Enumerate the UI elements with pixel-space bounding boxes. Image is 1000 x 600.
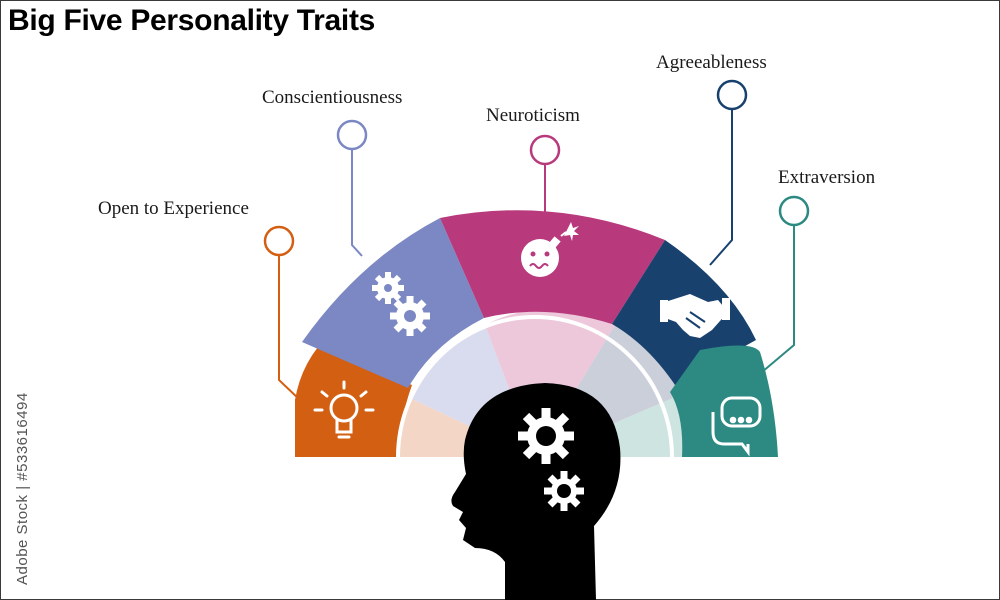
inner-wedge-neuroticism — [485, 308, 615, 457]
marker-agreeableness — [716, 79, 748, 111]
connector-extraversion — [761, 225, 795, 373]
separator-arc — [396, 315, 674, 458]
label-conscientiousness: Conscientiousness — [262, 87, 403, 108]
connector-open — [278, 255, 301, 401]
bomb-face-icon — [521, 222, 579, 277]
lightbulb-icon — [313, 380, 375, 439]
connectors — [278, 109, 795, 401]
connector-agreeableness — [709, 109, 733, 266]
marker-conscientiousness — [336, 119, 368, 151]
chat-bubbles-icon — [711, 396, 762, 457]
head-with-gears-icon — [451, 383, 621, 600]
label-agreeableness: Agreeableness — [656, 52, 767, 73]
marker-neuroticism — [529, 134, 561, 166]
diagram-title: Big Five Personality Traits — [8, 4, 376, 37]
label-neuroticism: Neuroticism — [486, 105, 580, 126]
segment-conscientiousness — [302, 218, 484, 388]
marker-extraversion — [778, 195, 810, 227]
connector-conscientiousness — [351, 149, 363, 257]
label-extraversion: Extraversion — [778, 167, 876, 188]
handshake-icon — [660, 294, 730, 338]
marker-open — [263, 225, 295, 257]
gears-icon — [372, 272, 430, 336]
label-open-to-experience: Open to Experience — [98, 198, 249, 219]
